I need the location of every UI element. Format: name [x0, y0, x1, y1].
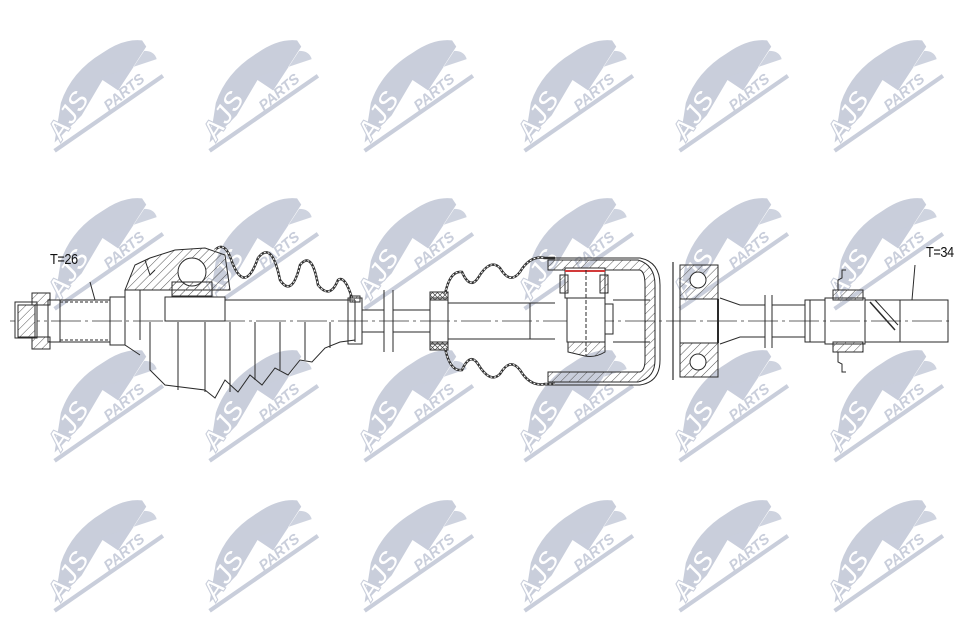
- outer-boot: [204, 245, 356, 399]
- inner-boot: [429, 256, 555, 386]
- inner-tripod-joint: [545, 257, 661, 386]
- right-spline-end: [824, 264, 949, 373]
- left-spline-teeth-label: T=26: [50, 251, 78, 268]
- shaft-right: [719, 295, 826, 348]
- right-spline-teeth-label: T=34: [926, 244, 954, 261]
- shaft-left: [225, 290, 430, 352]
- support-bearing: [672, 262, 719, 380]
- outer-cv-joint: [124, 247, 231, 392]
- left-spline-stub: [14, 281, 126, 350]
